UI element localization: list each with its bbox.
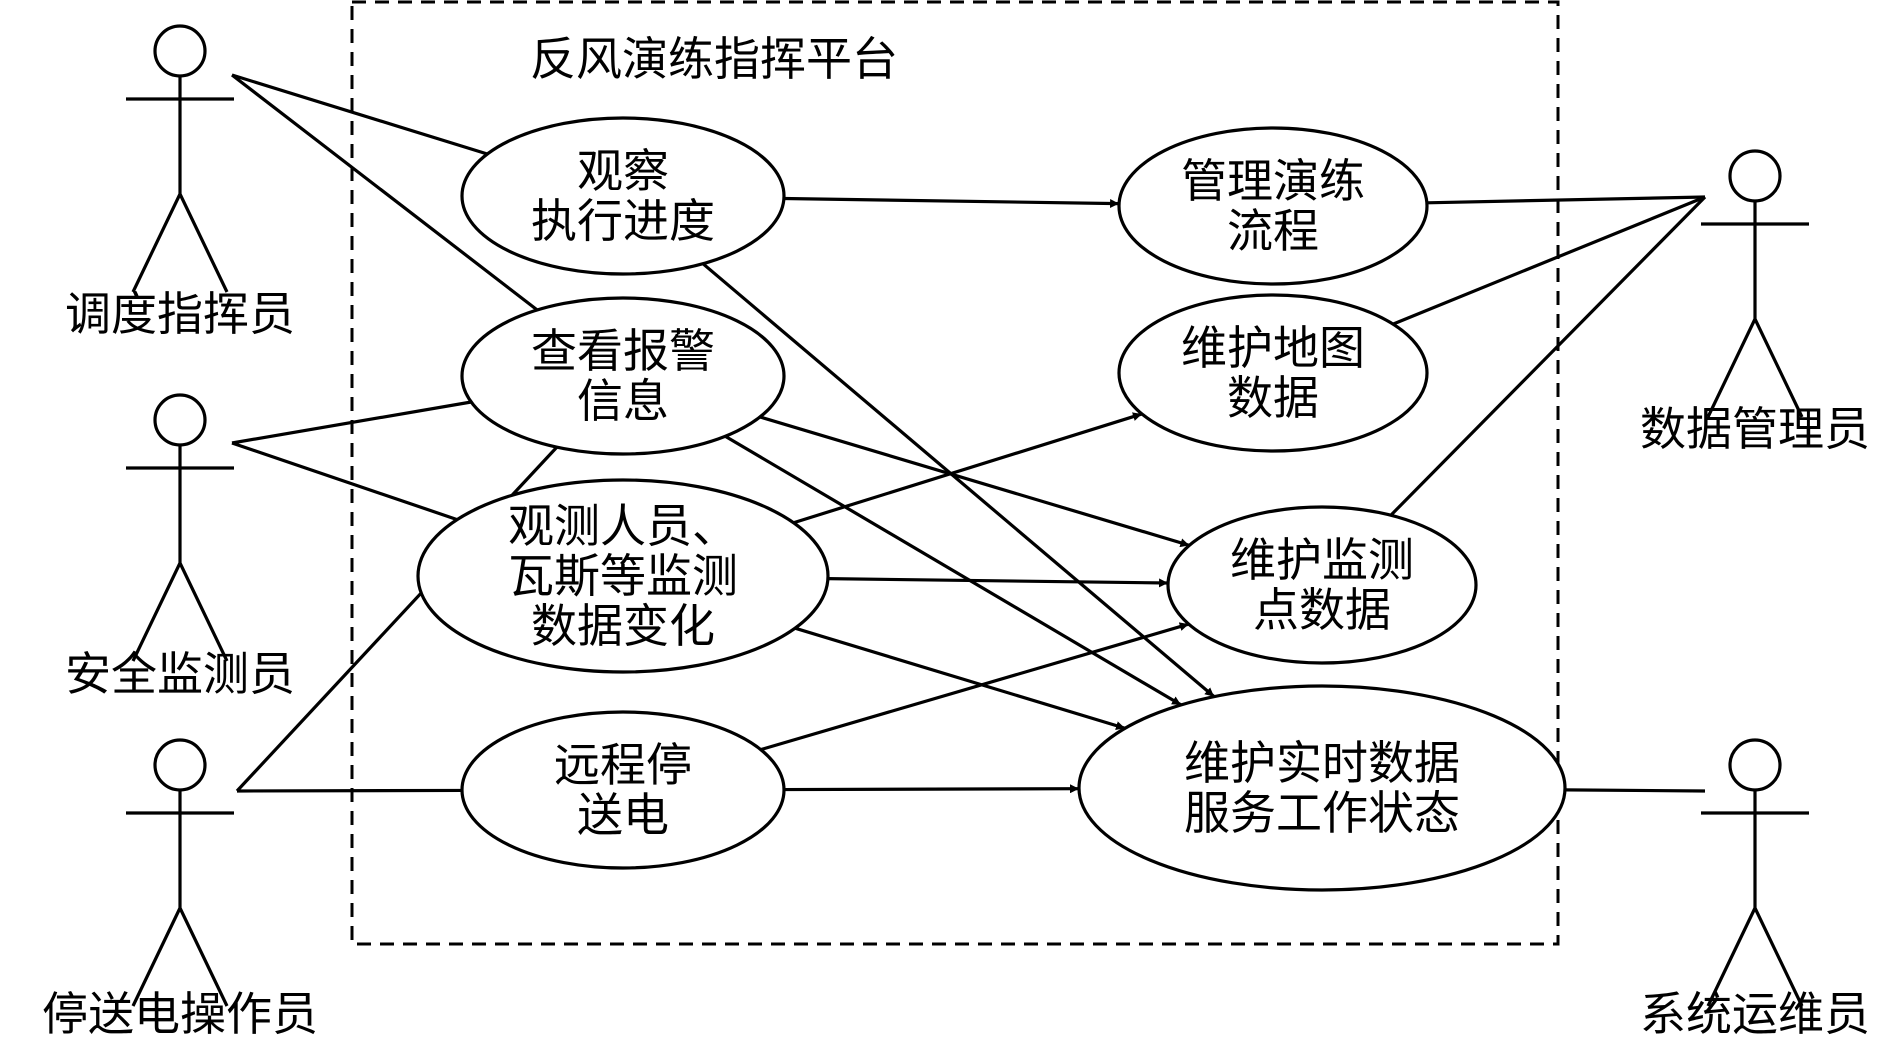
use-case-label: 流程 [1227, 204, 1319, 258]
use-case-ellipse [1117, 293, 1429, 453]
use-case-label: 管理演练 [1181, 154, 1365, 208]
use-case-label: 维护地图 [1181, 321, 1365, 375]
use-case-label: 查看报警 [531, 324, 715, 378]
system-title: 反风演练指挥平台 [530, 32, 898, 86]
use-case-label: 远程停 [554, 738, 692, 792]
use-case-label: 点数据 [1253, 583, 1391, 637]
use-case-label: 服务工作状态 [1184, 786, 1460, 840]
association-line [1392, 195, 1706, 326]
association-line [236, 788, 463, 793]
actor-body-icon [126, 445, 234, 662]
use-case-ellipse [460, 710, 786, 870]
use-case-ellipse [1117, 126, 1429, 286]
actor-head-icon [153, 738, 207, 792]
dependency-arrow [701, 262, 1216, 698]
actor-body-icon [1701, 201, 1809, 418]
dependency-arrow [783, 196, 1120, 208]
dependency-arrow [794, 626, 1126, 730]
actor-body-icon [126, 76, 234, 293]
dependency-arrows [701, 196, 1216, 794]
use-case-ellipse [416, 478, 830, 674]
actor-name: 调度指挥员 [65, 287, 295, 341]
system-boundary [350, 0, 1560, 946]
actor-name: 数据管理员 [1640, 402, 1870, 456]
dependency-arrow [827, 577, 1169, 588]
use-case-label: 数据变化 [531, 599, 715, 653]
use-case-label: 执行进度 [531, 194, 715, 248]
use-case-label: 数据 [1227, 371, 1319, 425]
use-case-label: 信息 [577, 374, 669, 428]
dependency-arrow [760, 622, 1190, 752]
actor-body-icon [126, 790, 234, 1007]
use-case-label: 维护监测 [1230, 533, 1414, 587]
association-line [231, 73, 539, 312]
actor-name: 停送电操作员 [42, 987, 318, 1041]
actor-head-icon [153, 24, 207, 78]
use-case-ellipse [460, 116, 786, 276]
actor-sysops: 系统运维员 [1640, 738, 1870, 1041]
actor-safety: 安全监测员 [65, 393, 295, 701]
association-line [231, 400, 472, 445]
use-case-ellipse [1166, 505, 1478, 665]
use-case-label: 观测人员、 [508, 499, 738, 553]
use-cases: 观察执行进度查看报警信息观测人员、瓦斯等监测数据变化远程停送电管理演练流程维护地… [416, 116, 1567, 892]
use-case-label: 观察 [577, 144, 669, 198]
actor-name: 安全监测员 [65, 647, 295, 701]
association-line [231, 73, 488, 156]
actor-head-icon [1728, 738, 1782, 792]
dependency-arrow [783, 784, 1080, 794]
use-case-ellipse [1077, 684, 1567, 892]
dependency-arrow [724, 434, 1182, 707]
dependency-arrow [759, 415, 1190, 548]
association-line [231, 441, 458, 522]
use-case-label: 送电 [577, 788, 669, 842]
actor-power: 停送电操作员 [42, 738, 318, 1041]
association-line [1389, 195, 1707, 517]
use-case-label: 瓦斯等监测 [508, 549, 738, 603]
actor-datamgr: 数据管理员 [1640, 149, 1870, 456]
dependency-arrow [793, 412, 1143, 525]
association-line [1564, 788, 1706, 793]
actor-head-icon [1728, 149, 1782, 203]
use-case-label: 维护实时数据 [1184, 736, 1460, 790]
association-lines [231, 73, 1707, 793]
actor-head-icon [153, 393, 207, 447]
use-case-ellipse [460, 296, 786, 456]
actor-name: 系统运维员 [1640, 987, 1870, 1041]
actor-dispatcher: 调度指挥员 [65, 24, 295, 341]
actor-body-icon [1701, 790, 1809, 1007]
association-line [1426, 195, 1706, 205]
